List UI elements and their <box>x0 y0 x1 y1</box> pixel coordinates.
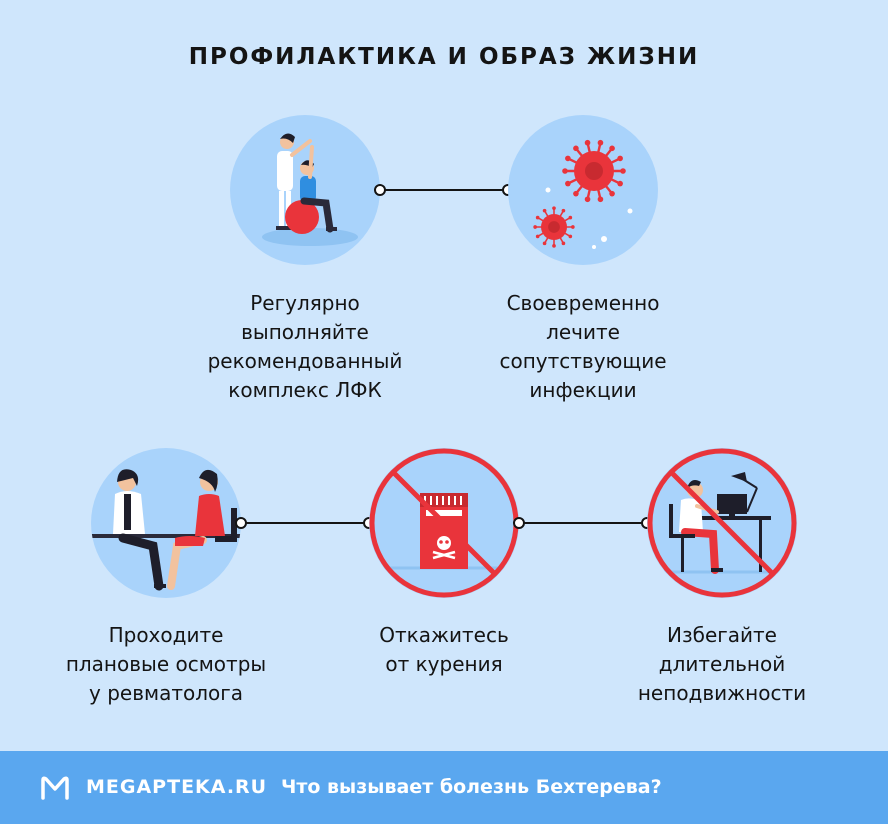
doctor-visit-icon <box>91 448 241 598</box>
caption-smoking: Откажитесь от курения <box>379 623 509 676</box>
no-sitting-icon <box>647 448 797 598</box>
physiotherapy-icon <box>230 115 380 265</box>
footer-bar: MEGAPTEKA.RU Что вызывает болезнь Бехтер… <box>0 751 888 824</box>
caption-inactivity: Избегайте длительной неподвижности <box>637 623 807 705</box>
footer-subtitle: Что вызывает болезнь Бехтерева? <box>281 776 662 798</box>
connector-line <box>374 184 514 196</box>
caption-infections: Своевременно лечите сопутствующие инфекц… <box>499 291 667 402</box>
connector-line <box>513 517 653 529</box>
connector-line <box>235 517 375 529</box>
brand-name[interactable]: MEGAPTEKA.RU <box>86 776 268 798</box>
caption-checkups: Проходите плановые осмотры у ревматолога <box>65 623 267 705</box>
caption-exercise: Регулярно выполняйте рекомендованный ком… <box>207 291 403 402</box>
virus-icon <box>508 115 658 265</box>
no-smoking-icon <box>369 448 519 598</box>
megapteka-logo-icon <box>41 776 69 800</box>
page-title: ПРОФИЛАКТИКА И ОБРАЗ ЖИЗНИ <box>188 44 700 70</box>
